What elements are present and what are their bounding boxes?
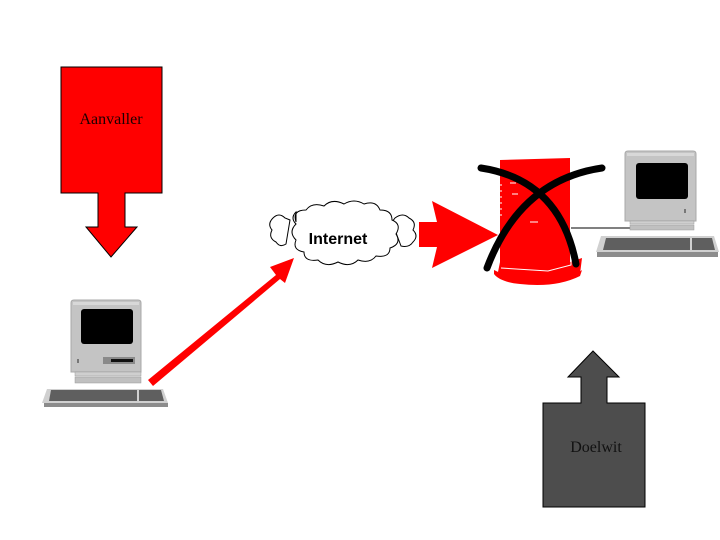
internet-cloud: Internet [269, 200, 417, 266]
target-callout-shape [542, 350, 646, 508]
desktop-computer-icon [42, 299, 168, 407]
internet-label: Internet [309, 231, 368, 248]
red-block-arrow-icon [419, 201, 498, 268]
red-arrow-icon [148, 258, 294, 386]
attack-arrow-to-internet [148, 258, 294, 386]
cloud-icon [269, 200, 417, 266]
firewall-server [477, 158, 606, 285]
cross-out-icon [477, 164, 606, 272]
target-callout: Doelwit [542, 350, 646, 508]
server-tower-icon [494, 158, 582, 285]
attacker-callout-shape [60, 66, 163, 258]
attack-arrow-to-firewall [419, 201, 498, 268]
desktop-computer-icon [596, 150, 719, 257]
attacker-computer [42, 299, 168, 407]
attacker-label: Aanvaller [79, 111, 143, 128]
target-computer [596, 150, 719, 257]
target-label: Doelwit [570, 439, 622, 456]
attacker-callout: Aanvaller [60, 66, 163, 258]
